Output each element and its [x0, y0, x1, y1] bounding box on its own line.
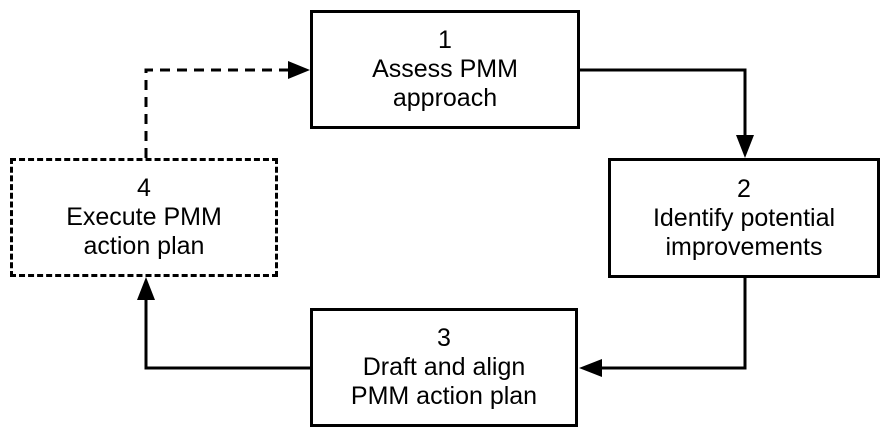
step-box-identify-potential-improvements: 2 Identify potential improvements: [608, 158, 880, 278]
arrow-step1-to-step2: [580, 68, 754, 158]
step-number: 3: [437, 324, 451, 352]
step-label: Execute PMM action plan: [66, 203, 222, 260]
step-label: Identify potential improvements: [652, 203, 836, 261]
arrow-step4-to-step1-dashed: [144, 61, 310, 158]
arrow-step2-to-step3: [579, 278, 747, 377]
step-number: 1: [438, 26, 452, 54]
arrow-step3-to-step4: [137, 277, 310, 370]
step-number: 2: [737, 174, 751, 203]
arrowhead-down-icon: [736, 135, 754, 158]
step-label: Draft and align PMM action plan: [350, 353, 538, 410]
arrowhead-left-icon: [579, 359, 602, 377]
step-box-assess-pmm-approach: 1 Assess PMM approach: [310, 10, 580, 129]
step-box-draft-and-align-pmm-action-plan: 3 Draft and align PMM action plan: [310, 308, 578, 427]
step-box-execute-pmm-action-plan: 4 Execute PMM action plan: [10, 158, 278, 277]
arrowhead-right-icon: [288, 61, 310, 79]
step-label: Assess PMM approach: [372, 55, 518, 112]
arrowhead-up-icon: [137, 277, 155, 300]
step-number: 4: [137, 174, 151, 202]
